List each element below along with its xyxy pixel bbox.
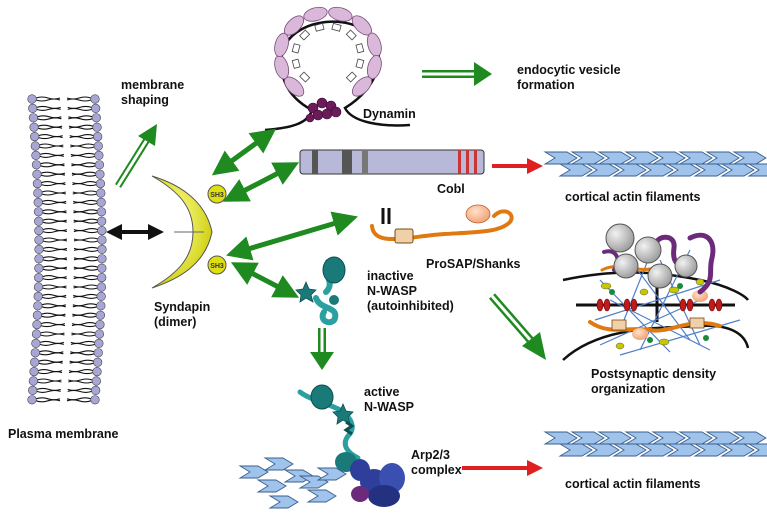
nwasp-active-icon — [297, 384, 361, 461]
syndapin-shank-arrow — [226, 211, 358, 261]
plasma-membrane-label: Plasma membrane — [8, 427, 119, 441]
membrane-shaping-label: membrane shaping — [121, 78, 185, 107]
sh3-top-label: SH3 — [210, 192, 224, 199]
syndapin-crescent-icon: SH3 SH3 — [151, 175, 227, 289]
cortical-actin-top-label: cortical actin filaments — [565, 190, 701, 204]
syndapin-dynamin-arrow — [211, 128, 277, 176]
actin-filament-top-icon — [543, 151, 767, 177]
syndapin-cobl-arrow — [222, 162, 300, 202]
cortical-actin-bottom-label: cortical actin filaments — [565, 477, 701, 491]
cobl-bar-icon — [299, 149, 485, 175]
activation-arrow — [310, 328, 334, 370]
nwasp-inactive-icon — [295, 256, 346, 326]
membrane-shaping-arrow — [115, 124, 157, 188]
sh3-domain-bottom — [207, 255, 227, 275]
dynamin-coated-vesicle-icon — [264, 6, 411, 132]
endocytic-arrow — [422, 62, 492, 86]
nwasp-active-label: active N-WASP — [364, 385, 414, 414]
syndapin-nwasp-arrow — [230, 262, 300, 298]
membrane-bilayer-icon — [27, 94, 107, 405]
endocytic-label: endocytic vesicle formation — [517, 63, 621, 92]
psd-scaffold-icon — [562, 223, 750, 361]
sh3-bottom-label: SH3 — [210, 263, 224, 270]
dynamin-label: Dynamin — [363, 107, 416, 121]
psd-arrow — [488, 293, 546, 360]
nwasp-inactive-label: inactive N-WASP (autoinhibited) — [367, 269, 454, 313]
arp23-complex-icon — [238, 452, 405, 509]
actin-filament-bottom-icon — [543, 431, 767, 457]
psd-label: Postsynaptic density organization — [591, 367, 717, 396]
arp-label: Arp2/3 complex — [411, 448, 462, 477]
shank-scaffold-icon — [370, 204, 514, 244]
cobl-label: Cobl — [437, 182, 465, 196]
syndapin-label: Syndapin (dimer) — [154, 300, 211, 329]
prosap-label: ProSAP/Shanks — [426, 257, 521, 271]
